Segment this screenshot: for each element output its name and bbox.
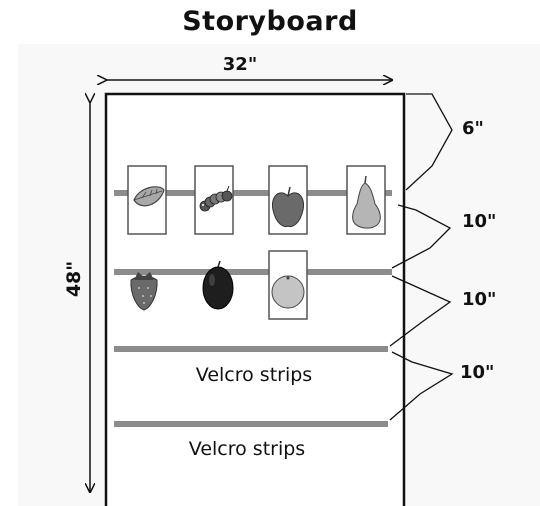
card-leaf [127, 165, 167, 235]
bracket-top [405, 93, 453, 191]
page-title: Storyboard [182, 6, 358, 37]
gap-3-label: 10" [460, 362, 495, 383]
caterpillar-icon [199, 185, 233, 212]
card-orange [268, 250, 308, 320]
gap-2-label: 10" [462, 289, 497, 310]
card-apple [268, 165, 308, 235]
orange-icon [271, 275, 305, 309]
leaf-icon [133, 186, 165, 207]
storyboard-outline [104, 92, 406, 506]
gap-1-label: 10" [462, 211, 497, 232]
bracket-3 [389, 351, 454, 421]
bracket-1 [391, 204, 452, 269]
strawberry-icon [130, 272, 158, 311]
velcro-strips-label-2: Velcro strips [188, 438, 306, 460]
height-label: 48" [63, 260, 85, 298]
plum-icon [202, 260, 234, 310]
apple-icon [271, 186, 305, 227]
velcro-strips-label-1: Velcro strips [195, 364, 313, 386]
dimension-brackets [389, 93, 454, 421]
top-gap-label: 6" [462, 118, 484, 139]
card-caterpillar [194, 165, 234, 235]
bracket-2 [389, 275, 452, 347]
width-label: 32" [222, 54, 258, 75]
pear-icon [352, 175, 381, 229]
card-pear [346, 165, 386, 235]
